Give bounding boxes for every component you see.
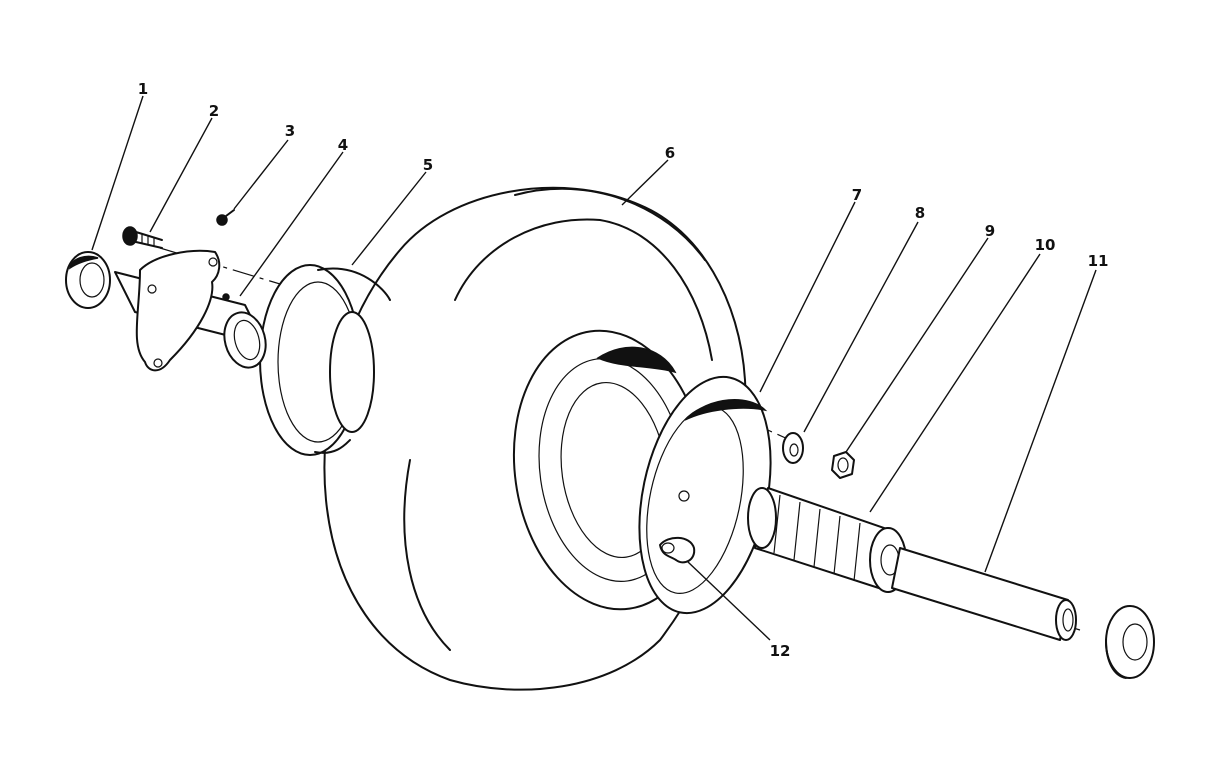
- callout-7: 7: [852, 186, 862, 204]
- nut: [831, 451, 855, 479]
- bearing-sleeve: [747, 487, 907, 593]
- grease-fitting: [216, 209, 235, 226]
- dust-cap-left: [65, 251, 111, 309]
- hub-flange: [114, 249, 267, 372]
- callout-12: 12: [770, 642, 791, 660]
- dust-cap-right: [1105, 605, 1155, 679]
- callout-2: 2: [209, 102, 219, 120]
- washer: [782, 432, 804, 464]
- callout-4: 4: [338, 136, 348, 154]
- callout-5: 5: [423, 156, 433, 174]
- callout-6: 6: [665, 144, 675, 162]
- rim-half-inboard: [259, 264, 391, 456]
- leader-lines: [91, 95, 1097, 641]
- callout-11: 11: [1088, 252, 1109, 270]
- callout-3: 3: [285, 122, 295, 140]
- callout-1: 1: [138, 80, 148, 98]
- callout-8: 8: [915, 204, 925, 222]
- callout-9: 9: [985, 222, 995, 240]
- axle-shaft: [891, 547, 1077, 641]
- callout-10: 10: [1035, 236, 1056, 254]
- bolt: [122, 226, 163, 249]
- valve-stem: [659, 536, 696, 564]
